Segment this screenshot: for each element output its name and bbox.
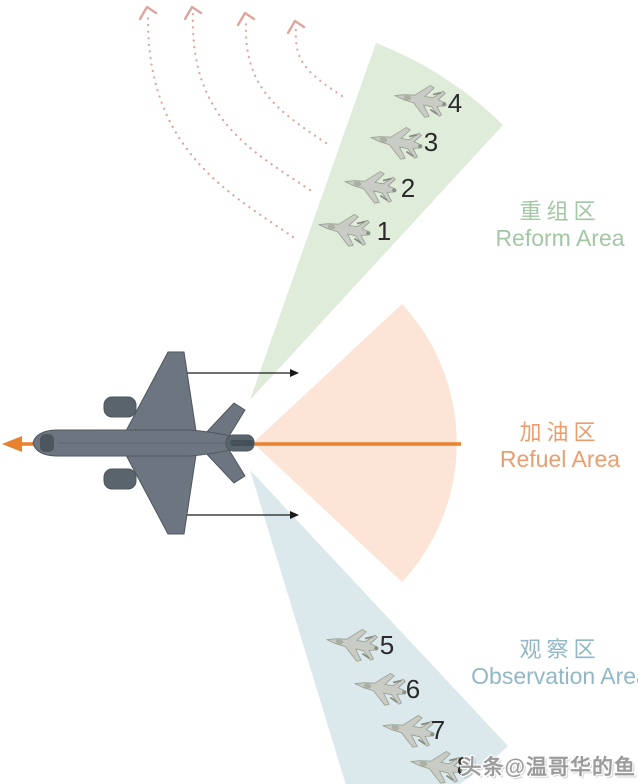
- flow-arc-arrowheads: [138, 5, 306, 35]
- flow-arc: [146, 12, 295, 239]
- observation-zone-wedge: [250, 470, 508, 784]
- fighter-number-7: 7: [431, 715, 445, 745]
- flow-arrow-head-icon: [236, 11, 256, 27]
- wingspan-reference-lines: [172, 369, 299, 519]
- tanker-lower-wing: [125, 454, 197, 535]
- flow-arc: [294, 26, 344, 98]
- tanker-cockpit: [40, 434, 54, 452]
- flow-arc: [244, 18, 328, 145]
- fighter-number-5: 5: [380, 630, 394, 660]
- fighter-number-8: 8: [457, 751, 471, 781]
- reform-exit-flow-arcs: [146, 12, 344, 239]
- upper-wingtip-arrowhead-icon: [290, 369, 299, 377]
- flow-arrow-head-icon: [138, 5, 158, 21]
- flow-arrow-head-icon: [286, 19, 306, 35]
- watermark: 头条@温哥华的鱼: [460, 756, 636, 779]
- tanker-aircraft: [32, 351, 255, 535]
- fighter-number-6: 6: [406, 674, 420, 704]
- reform-zone-wedge: [250, 43, 503, 400]
- tanker-upper-wing: [125, 351, 197, 432]
- fighter-number-2: 2: [401, 173, 415, 203]
- fighter-number-3: 3: [424, 127, 438, 157]
- fighter-number-1: 1: [377, 216, 391, 246]
- tanker-lower-engine: [103, 468, 137, 490]
- tanker-upper-engine: [103, 396, 137, 418]
- flow-arc: [191, 12, 312, 192]
- flow-arrow-head-icon: [183, 5, 203, 21]
- fighter-number-4: 4: [448, 88, 462, 118]
- lower-wingtip-arrowhead-icon: [290, 511, 299, 519]
- refuel-track-arrowhead-icon: [2, 436, 22, 452]
